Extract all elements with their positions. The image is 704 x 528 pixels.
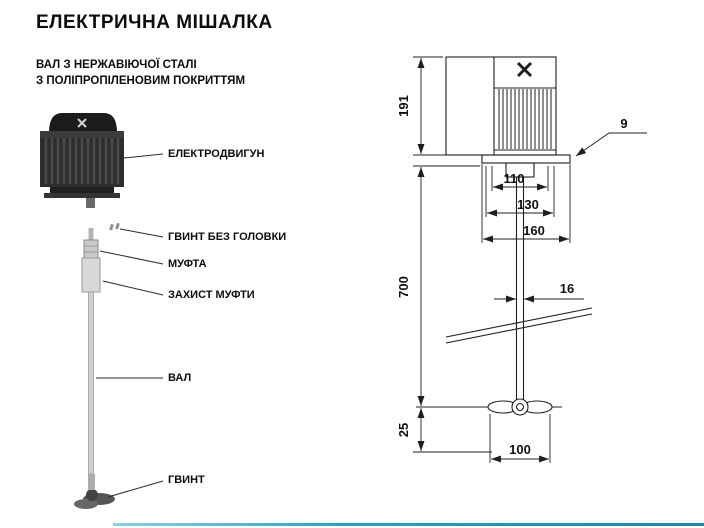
dimension-values: 191 700 25 9 110 130 160 16 100 (396, 95, 628, 457)
coupling-guard (81, 257, 101, 293)
motor-fins (44, 134, 120, 184)
motor-outline-drawing (416, 56, 593, 416)
label-coupling-guard: ЗАХИСТ МУФТИ (168, 289, 255, 301)
headless-screws (109, 222, 120, 231)
dim-shaft-length: 700 (396, 276, 411, 298)
subtitle: ВАЛ З НЕРЖАВІЮЧОЇ СТАЛІ З ПОЛІПРОПІЛЕНОВ… (36, 57, 245, 89)
label-shaft: ВАЛ (168, 372, 192, 384)
dim-flange-thickness: 9 (620, 116, 627, 131)
label-coupling: МУФТА (168, 258, 207, 270)
dim-propeller-height: 25 (396, 423, 411, 437)
shaft-assembly-illustration (74, 222, 120, 509)
motor-fins-drawing (498, 89, 552, 149)
dimension-lines (413, 56, 647, 463)
label-headless-screw: ГВИНТ БЕЗ ГОЛОВКИ (168, 231, 287, 243)
dim-flange-width: 160 (523, 223, 545, 238)
dim-shaft-diameter: 16 (560, 281, 574, 296)
motor-shaft-stub (86, 198, 95, 208)
coupling (83, 239, 99, 259)
subtitle-line1: ВАЛ З НЕРЖАВІЮЧОЇ СТАЛІ (36, 59, 197, 71)
motor-logo-icon (77, 118, 87, 128)
shaft-top (88, 228, 94, 242)
motor-band (40, 131, 124, 138)
motor-illustration (40, 113, 124, 208)
label-motor: ЕЛЕКТРОДВИГУН (168, 148, 265, 160)
motor-base (50, 187, 114, 193)
label-propeller: ГВИНТ (168, 474, 205, 486)
flange-drawing (481, 154, 571, 164)
motor-flange (44, 193, 120, 198)
dim-plate-width: 130 (517, 197, 539, 212)
footer-accent-line (113, 523, 704, 526)
brand-logo-icon (516, 61, 533, 78)
subtitle-line2: З ПОЛІПРОПІЛЕНОВИМ ПОКРИТТЯМ (36, 75, 246, 88)
propeller-drawing (487, 398, 553, 416)
dim-propeller-width: 100 (509, 442, 531, 457)
page-title: ЕЛЕКТРИЧНА МІШАЛКА (36, 12, 273, 33)
level-line-1 (445, 307, 593, 338)
dim-motor-height: 191 (396, 95, 411, 117)
level-line-2 (445, 313, 593, 344)
dim-hub-width: 110 (504, 171, 525, 186)
shaft (88, 291, 94, 475)
leader-lines (96, 153, 164, 498)
propeller-illustration (74, 474, 115, 509)
